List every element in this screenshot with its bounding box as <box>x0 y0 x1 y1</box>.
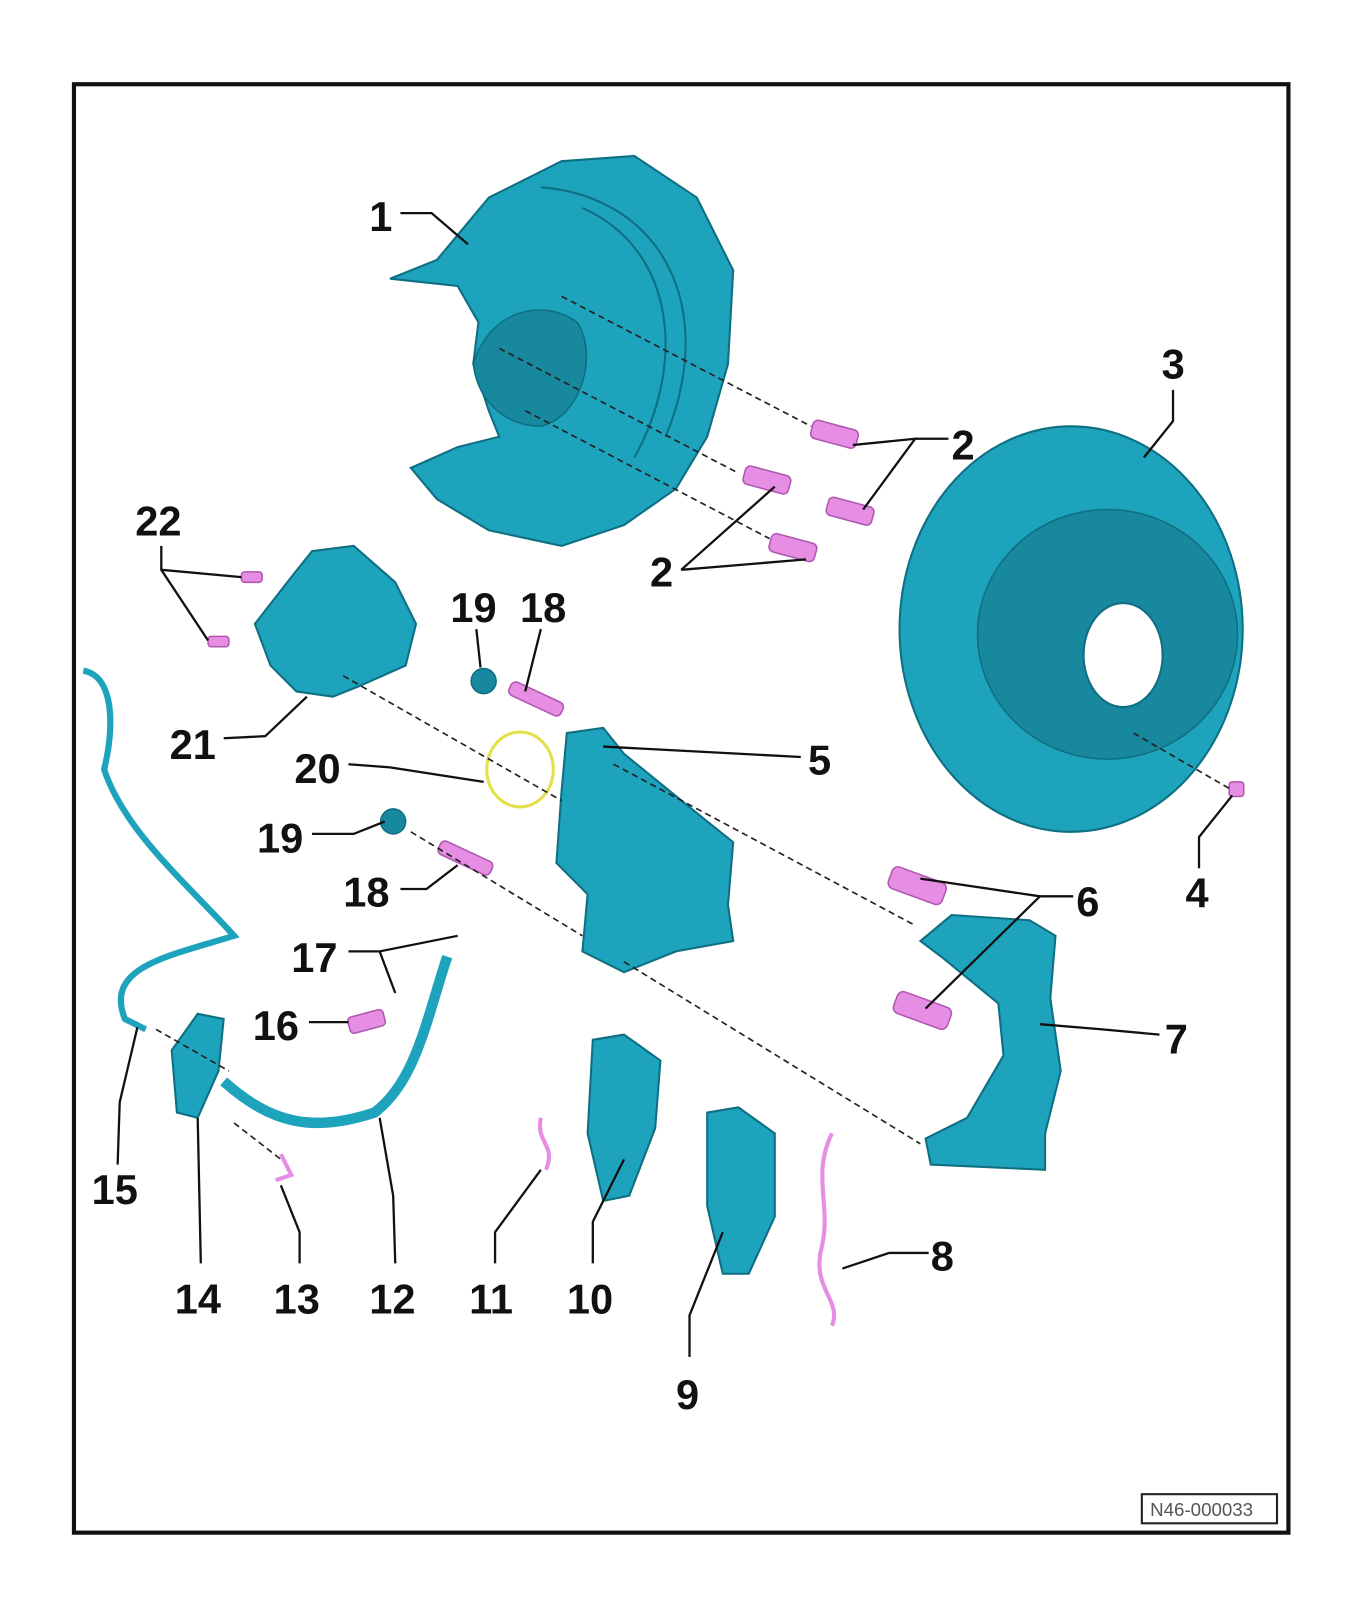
callout-10: 10 <box>567 1275 613 1322</box>
callout-22: 22 <box>135 497 181 544</box>
parking-brake-motor-part <box>253 544 418 698</box>
brake-line-part <box>82 667 240 1033</box>
callout-11: 11 <box>469 1275 513 1322</box>
callout-17: 17 <box>291 934 337 981</box>
callout-16: 16 <box>253 1002 299 1049</box>
callout-13: 13 <box>274 1275 320 1322</box>
callout-5: 5 <box>808 737 831 784</box>
fasteners <box>207 419 1245 1327</box>
brake-hose-part <box>220 954 453 1129</box>
caliper-carrier-part <box>918 913 1062 1171</box>
seal-ring-part <box>485 730 555 809</box>
callout-14: 14 <box>175 1275 221 1322</box>
assembly-lines <box>155 295 1233 1161</box>
callout-9: 9 <box>676 1371 699 1418</box>
splash-shield-part <box>389 154 735 547</box>
callout-18a: 18 <box>520 584 566 631</box>
callout-4: 4 <box>1185 870 1208 917</box>
brake-pad-outer-part <box>706 1106 776 1275</box>
callout-8: 8 <box>931 1233 954 1280</box>
callout-18b: 18 <box>343 869 389 916</box>
callout-3: 3 <box>1162 340 1185 387</box>
callout-19a: 19 <box>450 584 496 631</box>
callout-6: 6 <box>1076 878 1099 925</box>
leader-lines <box>116 212 1234 1357</box>
caliper-housing-part <box>555 726 735 974</box>
reference-code-box <box>1140 1493 1279 1525</box>
callout-20: 20 <box>294 745 340 792</box>
hose-bracket-part <box>170 1012 225 1119</box>
callout-1: 1 <box>369 193 392 240</box>
callout-2a: 2 <box>952 422 975 469</box>
callout-21: 21 <box>170 721 216 768</box>
callout-15: 15 <box>92 1166 138 1213</box>
callout-7: 7 <box>1165 1015 1188 1062</box>
brake-disc-part <box>898 425 1244 833</box>
brake-pad-inner-part <box>586 1033 662 1203</box>
callout-labels: 1 2 2 3 22 19 18 21 20 5 19 18 6 4 17 16… <box>92 193 1209 1418</box>
reference-code: N46-000033 <box>1150 1499 1253 1520</box>
callout-19b: 19 <box>257 815 303 862</box>
callout-2b: 2 <box>650 548 673 595</box>
callout-12: 12 <box>369 1275 415 1322</box>
